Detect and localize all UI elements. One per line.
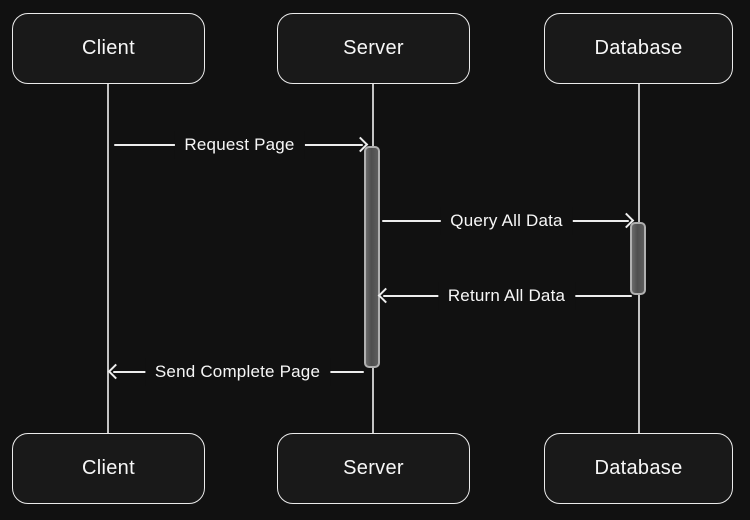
participant-label: Database — [594, 37, 683, 59]
activation-bar-server — [364, 146, 380, 368]
message-label: Return All Data — [437, 282, 576, 310]
participant-label: Database — [594, 457, 683, 479]
message-request-page: Request Page — [114, 131, 369, 159]
participant-label: Server — [343, 37, 404, 59]
participant-client-top: Client — [12, 13, 205, 84]
message-label: Query All Data — [440, 207, 573, 235]
participant-label: Server — [343, 457, 404, 479]
participant-client-bottom: Client — [12, 433, 205, 504]
participant-database-bottom: Database — [544, 433, 733, 504]
lifeline-client — [107, 84, 109, 434]
message-return-all-data: Return All Data — [377, 282, 632, 310]
participant-database-top: Database — [544, 13, 733, 84]
participant-server-top: Server — [277, 13, 470, 84]
participant-server-bottom: Server — [277, 433, 470, 504]
message-label: Send Complete Page — [144, 358, 331, 386]
arrowhead-left-icon — [107, 363, 124, 380]
participant-label: Client — [82, 457, 135, 479]
activation-bar-database — [630, 222, 646, 295]
message-send-complete-page: Send Complete Page — [107, 358, 364, 386]
message-label: Request Page — [174, 131, 305, 159]
message-query-all-data: Query All Data — [382, 207, 635, 235]
participant-label: Client — [82, 37, 135, 59]
arrowhead-left-icon — [377, 287, 394, 304]
